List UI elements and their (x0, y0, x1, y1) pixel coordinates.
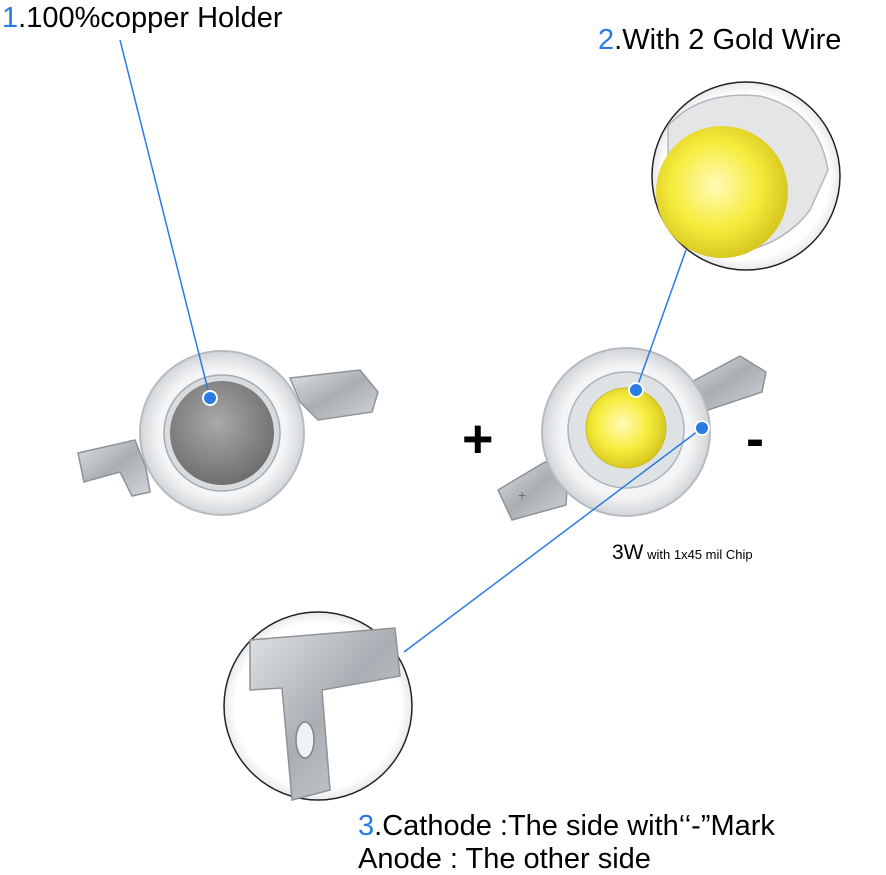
anode-plus-mark: + (462, 409, 494, 469)
callout-dot-holder (202, 390, 218, 406)
svg-text:+: + (518, 487, 526, 503)
copper-holder-led (77, 350, 379, 516)
zoom-gold-wire (651, 81, 841, 271)
zoom-cathode-metal (249, 627, 401, 801)
callout-line-holder (119, 39, 211, 399)
led-3w: + (497, 347, 767, 521)
right-tab-metal (288, 369, 379, 421)
left-tab-metal (77, 439, 151, 497)
callout-dot-cathode (694, 420, 710, 436)
cathode-text: .Cathode :The side with‘‘-”Mark (374, 810, 775, 842)
callout-line-cathode (403, 427, 703, 653)
copper-holder-number: 1 (2, 2, 19, 34)
cathode-minus-mark: - (746, 409, 764, 469)
led-chip (585, 387, 667, 469)
gold-wire-number: 2 (598, 24, 615, 56)
cathode-number: 3 (358, 810, 375, 842)
led-caption: 3W with 1x45 mil Chip (612, 542, 753, 563)
cathode-label: 3.Cathode :The side with‘‘-”Mark (358, 812, 775, 841)
gold-wire-label: 2.With 2 Gold Wire (598, 26, 841, 55)
caption-wattage: 3W (612, 541, 644, 564)
callout-line-gold-wire (635, 249, 687, 391)
gold-wire-text: .With 2 Gold Wire (614, 24, 842, 56)
zoom-cathode (223, 611, 413, 801)
copper-core (170, 381, 274, 485)
anode-label: Anode : The other side (358, 843, 651, 875)
zoom-yellow-chip (656, 126, 788, 258)
copper-holder-label: 1.100%copper Holder (2, 4, 283, 33)
callouts (119, 39, 710, 653)
copper-holder-text: .100%copper Holder (18, 2, 283, 34)
zoom-cathode-notch (295, 721, 315, 759)
caption-chip-detail: with 1x45 mil Chip (643, 547, 753, 562)
callout-dot-gold-wire (628, 382, 644, 398)
